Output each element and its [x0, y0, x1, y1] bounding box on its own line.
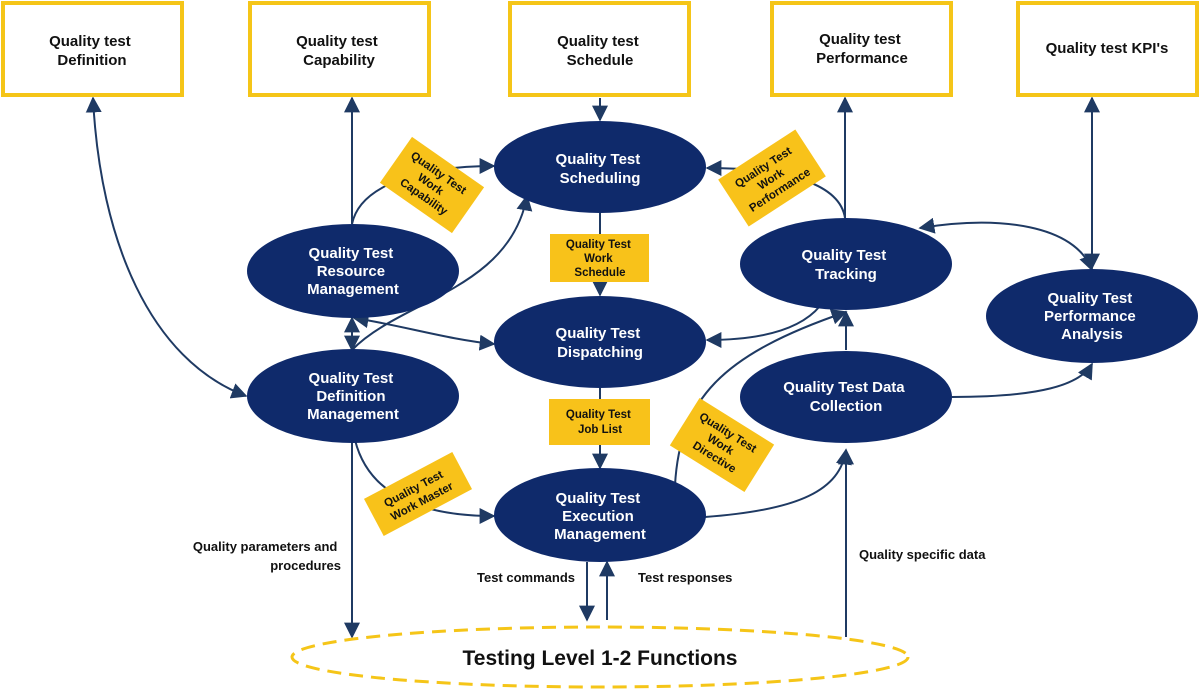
arrow-datacollection-to-analysis	[951, 362, 1093, 398]
svg-text:Quality Test Job List: Quality Test Job List	[566, 409, 634, 436]
arrow-dispatching-resource	[352, 312, 496, 351]
process-data-collection: Quality Test Data Collection	[740, 351, 952, 443]
svg-text:Quality test KPI's: Quality test KPI's	[1046, 40, 1169, 57]
top-box-capability: Quality test Capability	[248, 1, 431, 97]
arrow-tracking-analysis	[918, 217, 1095, 272]
svg-text:Testing Level 1-2 Functions: Testing Level 1-2 Functions	[463, 647, 738, 670]
process-definition-management: Quality Test Definition Management	[247, 349, 459, 443]
tag-work-capability: Quality Test Work Capability	[379, 136, 485, 234]
svg-text:Quality Test Work: Quality Test Work Schedule	[566, 239, 634, 279]
arrow-execution-to-tracking	[674, 309, 848, 486]
process-resource-management: Quality Test Resource Management	[247, 224, 459, 318]
tag-work-performance: Quality Test Work Performance	[718, 129, 826, 227]
svg-text:Quality Test Definition: Quality Test Definition Management	[307, 370, 399, 423]
svg-text:Quality test Definition: Quality test Definition	[49, 33, 135, 69]
label-quality-parameters: Quality parameters and procedures	[193, 539, 341, 573]
top-box-schedule: Quality test Schedule	[508, 1, 691, 97]
label-quality-specific-data: Quality specific data	[859, 547, 986, 562]
svg-text:Quality test Capability: Quality test Capability	[296, 33, 382, 69]
process-execution-management: Quality Test Execution Management	[494, 468, 706, 562]
label-test-commands: Test commands	[477, 570, 575, 585]
process-scheduling: Quality Test Scheduling	[494, 121, 706, 213]
top-box-definition: Quality test Definition	[1, 1, 184, 97]
process-performance-analysis: Quality Test Performance Analysis	[986, 269, 1198, 363]
svg-text:Quality parameters and p: Quality parameters and procedures	[193, 539, 341, 573]
process-tracking: Quality Test Tracking	[740, 218, 952, 310]
svg-text:Quality Test Performance: Quality Test Performance Analysis	[1044, 290, 1140, 343]
arrow-tracking-to-dispatching	[705, 305, 821, 348]
tag-work-master: Quality Test Work Master	[363, 451, 473, 537]
svg-text:Quality Test Execution: Quality Test Execution Management	[554, 490, 646, 543]
top-box-performance: Quality test Performance	[770, 1, 953, 97]
svg-text:Quality Test Scheduling: Quality Test Scheduling	[556, 151, 645, 187]
svg-text:Quality test Performance: Quality test Performance	[816, 31, 908, 67]
svg-text:Quality Test Dispatching: Quality Test Dispatching	[556, 325, 645, 361]
label-test-responses: Test responses	[638, 570, 732, 585]
base-testing-functions: Testing Level 1-2 Functions	[290, 625, 910, 689]
svg-text:Quality Test Tracking: Quality Test Tracking	[802, 247, 891, 283]
tag-job-list: Quality Test Job List	[549, 399, 650, 445]
process-dispatching: Quality Test Dispatching	[494, 296, 706, 388]
svg-text:Quality Test Resource: Quality Test Resource Management	[307, 245, 399, 298]
top-box-kpis: Quality test KPI's	[1016, 1, 1199, 97]
svg-text:Quality test Schedule: Quality test Schedule	[557, 33, 643, 69]
svg-text:Quality Test Data Collec: Quality Test Data Collection	[783, 379, 909, 415]
tag-work-schedule: Quality Test Work Schedule	[550, 234, 649, 282]
arrow-definition-to-def-mgmt	[85, 96, 248, 399]
